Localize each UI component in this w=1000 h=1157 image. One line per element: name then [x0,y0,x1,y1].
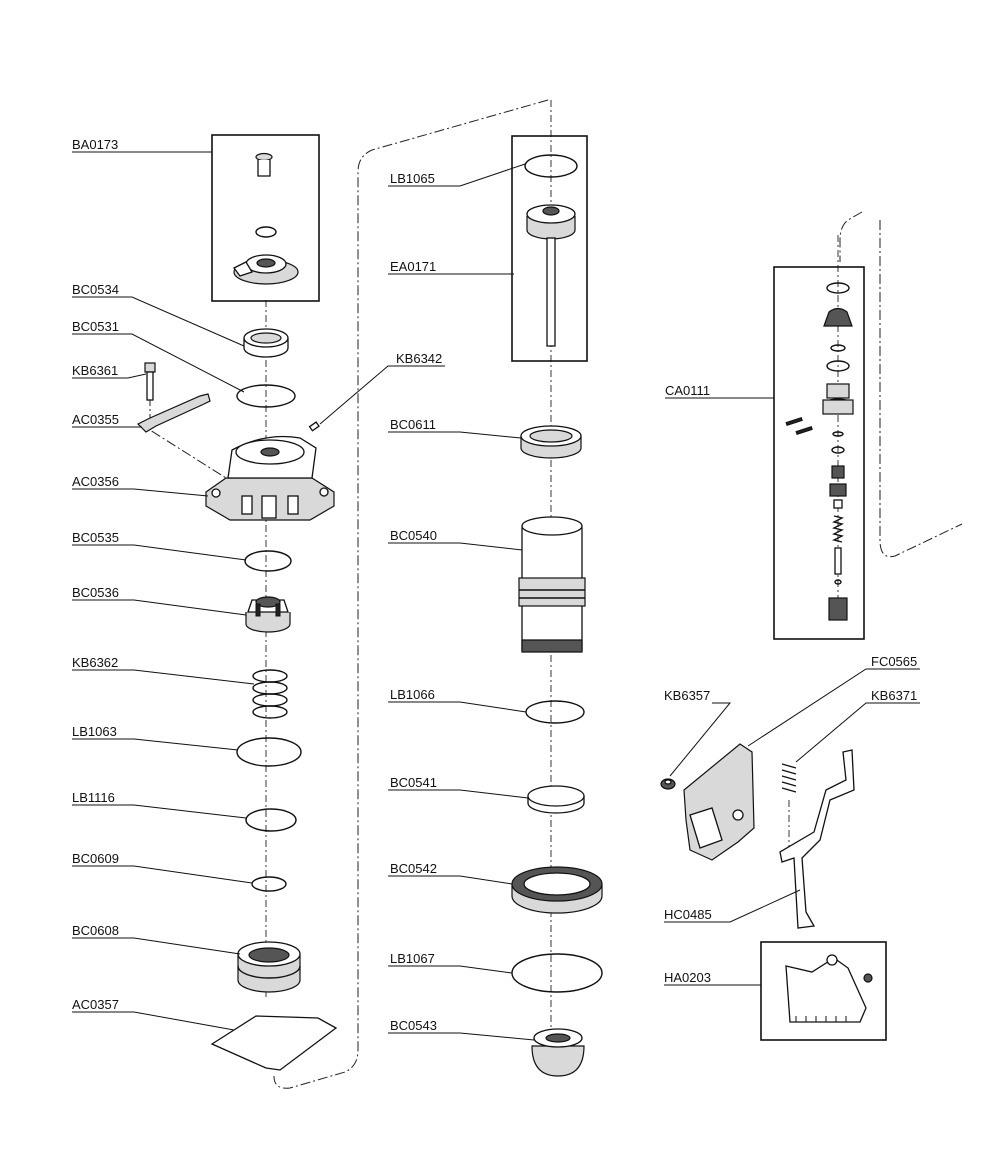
bc0540-cylinder-part [518,516,586,653]
label-CA0111: CA0111 [665,383,710,398]
ac0357-gasket-part [210,1015,338,1071]
label-KB6342: KB6342 [396,351,442,366]
label-BC0609: BC0609 [72,851,119,866]
label-BC0531: BC0531 [72,319,119,334]
ca0111-kit-box [773,266,865,640]
label-HC0485: HC0485 [664,907,712,922]
bc0541-ring-part [527,785,585,814]
kb6361-bolt-part [144,362,156,401]
label-BC0540: BC0540 [390,528,437,543]
assembly-outline-dashed-left [273,99,549,1089]
kb6342-pin-part [308,421,320,432]
kb6371-spring-part [781,763,797,793]
lb1065-o-ring-part [524,154,578,178]
label-KB6361: KB6361 [72,363,118,378]
label-BC0541: BC0541 [390,775,437,790]
leader-lines [72,151,920,1041]
ba0173-cap-part [233,254,299,285]
ha0203-kit-box [760,941,887,1041]
label-BC0543: BC0543 [390,1018,437,1033]
label-BC0542: BC0542 [390,861,437,876]
label-FC0565: FC0565 [871,654,917,669]
kb6357-nut-part [660,778,676,790]
label-KB6357: KB6357 [664,688,710,703]
bc0531-o-ring-part [236,384,296,408]
label-BA0173: BA0173 [72,137,118,152]
label-LB1065: LB1065 [390,171,435,186]
ac0356-housing-part [205,435,335,521]
ea0171-kit-box [511,135,588,362]
kb6361-to-housing-dashed [149,378,227,479]
lb1116-o-ring-part [245,808,297,832]
bc0543-bumper-part [531,1028,585,1077]
label-KB6362: KB6362 [72,655,118,670]
ac0355-lever-part [136,393,211,433]
ba0173-washer-part [255,226,277,238]
ba0173-kit-box [211,134,320,302]
label-AC0355: AC0355 [72,412,119,427]
bc0609-ring-part [251,876,287,892]
bc0535-ring-part [244,550,292,572]
label-LB1066: LB1066 [390,687,435,702]
label-LB1116: LB1116 [72,790,115,805]
label-AC0356: AC0356 [72,474,119,489]
ca0111-valve-assembly-part [785,282,854,621]
label-LB1067: LB1067 [390,951,435,966]
label-BC0536: BC0536 [72,585,119,600]
lb1067-o-ring-part [511,953,603,993]
label-BC0611: BC0611 [390,417,436,432]
kb6362-spring-part [252,669,288,719]
bc0611-cap-part [520,425,582,459]
label-EA0171: EA0171 [390,259,436,274]
label-AC0357: AC0357 [72,997,119,1012]
ba0173-screw-part [255,152,273,177]
label-HA0203: HA0203 [664,970,711,985]
label-BC0534: BC0534 [72,282,119,297]
bc0536-nut-part [245,596,291,633]
assembly-outline-dashed-right [839,211,963,558]
hc0485-lever-part [779,749,855,929]
fc0565-trigger-part [683,743,755,861]
label-LB1063: LB1063 [72,724,117,739]
ha0203-trigger-assembly-part [785,954,873,1023]
lb1066-o-ring-part [525,700,585,724]
label-KB6371: KB6371 [871,688,917,703]
lb1063-o-ring-part [236,737,302,767]
ea0171-valve-stem-part [526,204,576,347]
bc0608-cup-part [237,941,301,993]
label-BC0608: BC0608 [72,923,119,938]
bc0542-seal-part [511,866,603,914]
bc0534-bushing-part [243,328,289,358]
label-BC0535: BC0535 [72,530,119,545]
